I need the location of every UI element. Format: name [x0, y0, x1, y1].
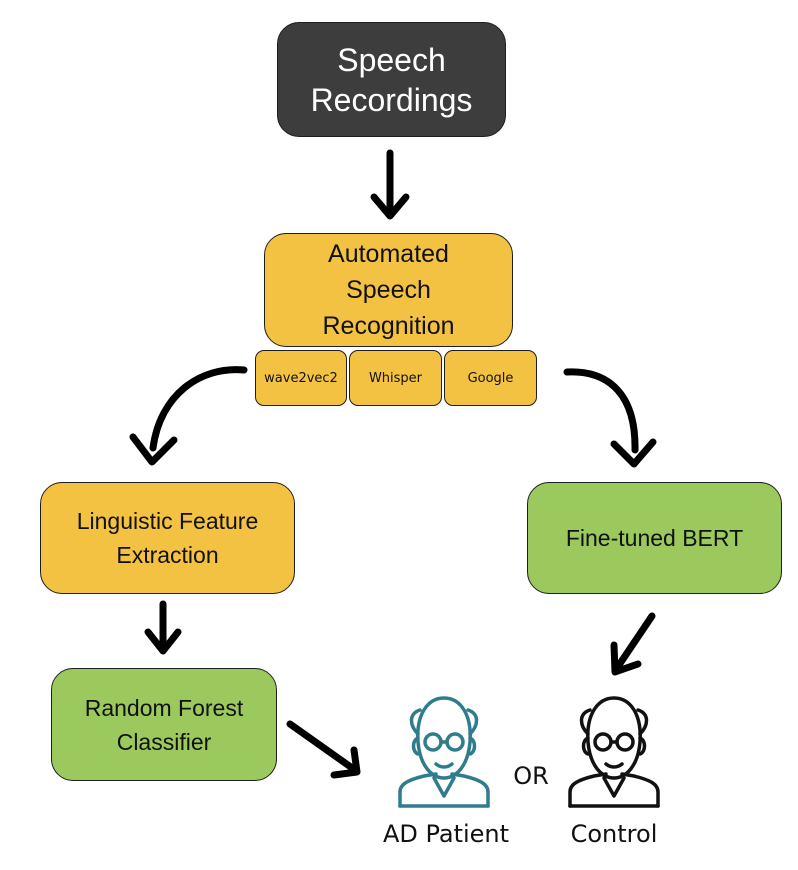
asr-model-whisper: Whisper — [349, 350, 442, 406]
arrow-curve-left — [129, 366, 248, 466]
or-label: OR — [513, 762, 549, 790]
asr-model-google: Google — [444, 350, 537, 406]
patient-label: AD Patient — [382, 820, 510, 848]
asr-box: Automated Speech Recognition — [264, 233, 513, 347]
control-label: Control — [570, 820, 658, 848]
asr-model-label: Whisper — [368, 370, 423, 386]
arrow-down-2 — [144, 600, 182, 655]
linguistic-feature-label: Linguistic Feature Extraction — [76, 508, 259, 568]
speech-recordings-box: Speech Recordings — [277, 22, 506, 137]
arrow-diagonal-bert — [610, 612, 656, 676]
random-forest-box: Random Forest Classifier — [51, 668, 277, 781]
random-forest-label: Random Forest Classifier — [84, 694, 244, 755]
arrow-curve-right — [563, 368, 657, 468]
arrow-diagonal-rf — [286, 720, 361, 779]
asr-label: Automated Speech Recognition — [322, 240, 455, 340]
linguistic-feature-box: Linguistic Feature Extraction — [40, 482, 295, 594]
bert-box: Fine-tuned BERT — [527, 482, 782, 594]
asr-model-wave2vec2: wave2vec2 — [255, 350, 347, 406]
bert-label: Fine-tuned BERT — [565, 525, 744, 551]
asr-model-label: Google — [467, 370, 514, 386]
speech-recordings-label: Speech Recordings — [310, 41, 473, 118]
asr-model-label: wave2vec2 — [264, 370, 338, 386]
arrow-down-1 — [370, 149, 410, 220]
